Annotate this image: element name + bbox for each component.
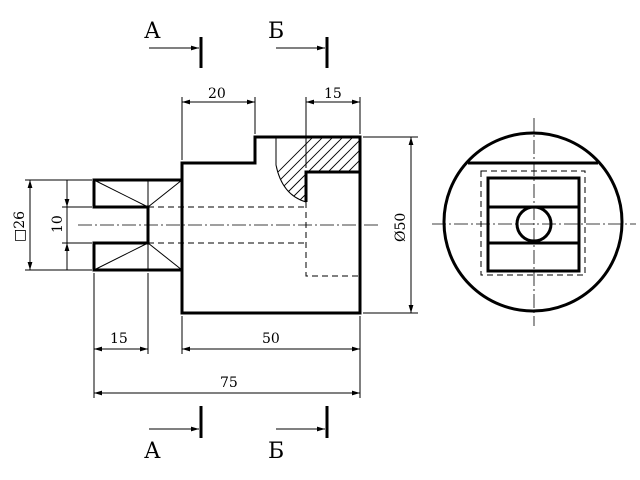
section-letter-b-top: Б <box>268 19 284 44</box>
main-body-outline <box>180 135 362 315</box>
section-break-line <box>275 137 307 203</box>
dim-bottom-15: 15 <box>93 273 149 398</box>
slot-hidden <box>305 202 360 277</box>
section-letter-a-top: А <box>144 19 161 44</box>
front-view <box>78 135 378 315</box>
dim-top-20: 20 <box>181 86 256 160</box>
dim-top-15: 15 <box>305 86 361 168</box>
dim-text-left-26: □26 <box>12 211 28 242</box>
dim-left-10: 10 <box>50 180 92 270</box>
section-marker-b-top: Б <box>268 19 329 68</box>
hidden-outer-square <box>480 170 586 276</box>
dim-text-left-10: 10 <box>50 215 66 233</box>
dim-left-26: □26 <box>12 179 92 271</box>
side-view <box>432 118 636 326</box>
section-marker-a-bottom: А <box>144 406 203 464</box>
section-letter-b-bottom: Б <box>268 439 284 464</box>
dim-bottom-75: 75 <box>94 375 360 396</box>
dim-text-bottom-75: 75 <box>220 375 238 391</box>
dim-text-bottom-50: 50 <box>262 331 280 347</box>
section-marker-b-bottom: Б <box>268 406 329 464</box>
dim-text-top-20: 20 <box>208 86 226 102</box>
outer-circle <box>442 131 624 313</box>
inner-square <box>486 176 581 273</box>
dim-text-bottom-15: 15 <box>110 331 128 347</box>
section-letter-a-bottom: А <box>144 439 161 464</box>
flat-face-diagonals <box>93 179 183 271</box>
slot-outline <box>304 170 360 202</box>
dim-bottom-50: 50 <box>181 316 361 398</box>
section-marker-a-top: А <box>144 19 203 68</box>
section-hatching <box>276 137 360 201</box>
dim-text-top-15: 15 <box>324 86 342 102</box>
dim-text-right-dia: Ø50 <box>393 213 409 242</box>
dim-right-dia-50: Ø50 <box>363 136 418 314</box>
